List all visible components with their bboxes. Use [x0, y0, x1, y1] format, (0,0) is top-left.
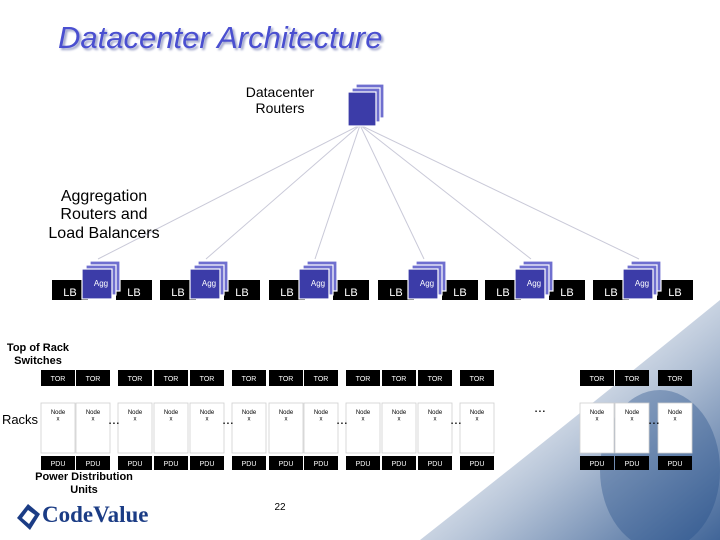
tor-label: TOR — [51, 376, 66, 383]
aggregation-label: Aggregation Routers and Load Balancers — [34, 188, 174, 243]
tor-label: TOR — [279, 376, 294, 383]
tor-label: TOR — [314, 376, 329, 383]
codevalue-logo: CodeValue — [14, 500, 164, 534]
link-line — [360, 125, 531, 259]
tor-label: TOR — [356, 376, 371, 383]
tor-label: TOR — [668, 376, 683, 383]
pdu-box-label: PDU — [392, 461, 407, 468]
lb-label: LB — [668, 287, 681, 299]
pdu-box-label: PDU — [242, 461, 257, 468]
lb-label: LB — [604, 287, 617, 299]
lb-label: LB — [171, 287, 184, 299]
pdu-box-label: PDU — [470, 461, 485, 468]
pdu-box-label: PDU — [164, 461, 179, 468]
tor-label: TOR — [164, 376, 179, 383]
pdu-label: Power Distribution Units — [14, 471, 154, 496]
pdu-box-label: PDU — [428, 461, 443, 468]
aggregation-text: Aggregation Routers and Load Balancers — [48, 188, 159, 242]
pdu-text: Power Distribution Units — [35, 471, 133, 496]
tor-label: TOR — [86, 376, 101, 383]
lb-label: LB — [389, 287, 402, 299]
ellipsis: ... — [222, 411, 234, 427]
lb-label: LB — [560, 287, 573, 299]
link-line — [360, 125, 639, 259]
lb-label: LB — [235, 287, 248, 299]
ellipsis: ... — [336, 411, 348, 427]
agg-label: Agg — [420, 279, 434, 288]
tor-label: TOR — [470, 376, 485, 383]
ellipsis: ... — [648, 411, 660, 427]
datacenter-routers-label: Datacenter Routers — [225, 84, 335, 116]
stacked-router-icon — [348, 84, 384, 126]
pdu-box-label: PDU — [625, 461, 640, 468]
agg-label: Agg — [94, 279, 108, 288]
tor-label: TOR — [200, 376, 215, 383]
lb-label: LB — [127, 287, 140, 299]
pdu-box-label: PDU — [51, 461, 66, 468]
swoosh-logo-icon — [14, 500, 44, 534]
agg-label: Agg — [527, 279, 541, 288]
lb-label: LB — [496, 287, 509, 299]
pdu-box-label: PDU — [356, 461, 371, 468]
page-title: Datacenter Architecture — [58, 20, 383, 56]
racks-label: Racks — [0, 413, 40, 428]
ellipsis: ... — [450, 411, 462, 427]
logo-text: CodeValue — [42, 502, 149, 528]
pdu-box-label: PDU — [668, 461, 683, 468]
tor-switches-text: Top of Rack Switches — [7, 342, 69, 367]
lb-label: LB — [344, 287, 357, 299]
pdu-box-label: PDU — [200, 461, 215, 468]
lb-label: LB — [63, 287, 76, 299]
ellipsis: ... — [108, 411, 120, 427]
tor-switches-label: Top of Rack Switches — [0, 342, 76, 367]
pdu-box-label: PDU — [128, 461, 143, 468]
pdu-box-label: PDU — [314, 461, 329, 468]
lb-label: LB — [453, 287, 466, 299]
agg-label: Agg — [311, 279, 325, 288]
datacenter-routers-text: Datacenter Routers — [246, 84, 314, 116]
tor-label: TOR — [590, 376, 605, 383]
link-line — [360, 125, 424, 259]
tor-label: TOR — [242, 376, 257, 383]
tor-label: TOR — [128, 376, 143, 383]
pdu-box-label: PDU — [279, 461, 294, 468]
tor-label: TOR — [428, 376, 443, 383]
tor-label: TOR — [392, 376, 407, 383]
agg-label: Agg — [635, 279, 649, 288]
tor-label: TOR — [625, 376, 640, 383]
router-layer — [348, 92, 376, 126]
page-number: 22 — [262, 502, 298, 513]
agg-label: Agg — [202, 279, 216, 288]
ellipsis: ... — [534, 399, 546, 415]
pdu-box-label: PDU — [86, 461, 101, 468]
pdu-box-label: PDU — [590, 461, 605, 468]
lb-label: LB — [280, 287, 293, 299]
